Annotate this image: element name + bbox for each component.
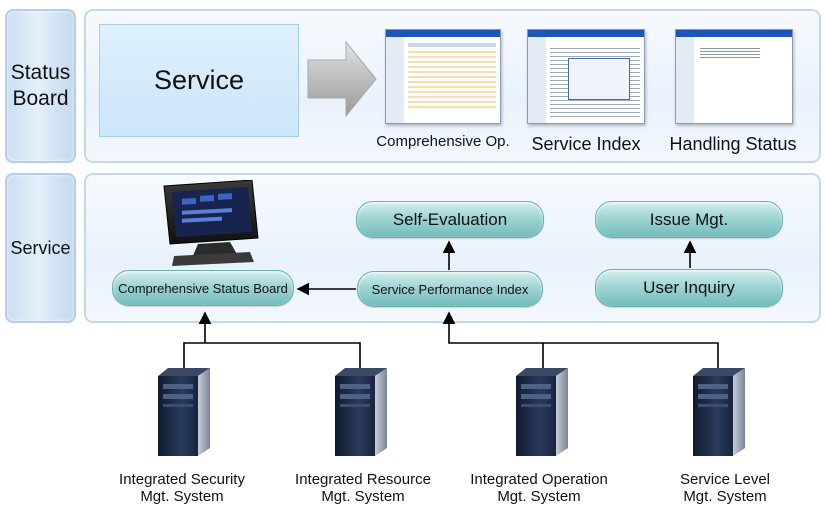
resource-line1: Integrated Resource — [295, 471, 431, 488]
comprehensive-op-caption: Comprehensive Op. — [376, 133, 510, 150]
user-inquiry-node: User Inquiry — [595, 269, 783, 307]
comprehensive-op-screen-thumbnail — [385, 29, 501, 124]
service-index-screen-thumbnail — [527, 29, 645, 124]
service-performance-index-label: Service Performance Index — [371, 281, 529, 297]
integrated-security-mgt-label: Integrated Security Mgt. System — [97, 471, 267, 505]
status-board-tab-line1: Status — [10, 61, 71, 84]
bracket-operation-service-level — [542, 342, 719, 368]
integrated-resource-mgt-label: Integrated Resource Mgt. System — [278, 471, 448, 505]
self-evaluation-label: Self-Evaluation — [392, 209, 508, 229]
issue-mgt-label: Issue Mgt. — [649, 209, 729, 229]
security-server-icon — [158, 368, 210, 456]
integrated-operation-mgt-label: Integrated Operation Mgt. System — [454, 471, 624, 505]
right-arrow-icon — [307, 40, 377, 118]
security-line1: Integrated Security — [119, 471, 245, 488]
handling-status-caption: Handling Status — [669, 134, 797, 154]
operation-line2: Mgt. System — [497, 488, 581, 505]
security-line2: Mgt. System — [140, 488, 224, 505]
issue-mgt-node: Issue Mgt. — [595, 201, 783, 238]
service-level-mgt-label: Service Level Mgt. System — [640, 471, 810, 505]
operation-line1: Integrated Operation — [470, 471, 608, 488]
comprehensive-status-board-node: Comprehensive Status Board — [112, 270, 294, 306]
service-box: Service — [99, 24, 299, 137]
service-level-server-icon — [693, 368, 745, 456]
service-tab: Service — [5, 173, 76, 323]
user-inquiry-label: User Inquiry — [643, 278, 735, 297]
service-tab-label: Service — [10, 237, 71, 258]
operation-server-icon — [516, 368, 568, 456]
service-level-line2: Mgt. System — [683, 488, 767, 505]
service-box-label: Service — [153, 65, 245, 95]
resource-server-icon — [335, 368, 387, 456]
arrow-systems-to-spi — [442, 311, 543, 344]
handling-status-screen-thumbnail — [675, 29, 793, 124]
resource-line2: Mgt. System — [321, 488, 405, 505]
bracket-security-resource — [183, 342, 361, 368]
service-index-caption: Service Index — [531, 134, 641, 154]
self-evaluation-node: Self-Evaluation — [356, 201, 544, 238]
status-board-tab-line2: Board — [12, 87, 69, 110]
service-performance-index-node: Service Performance Index — [357, 271, 543, 307]
status-board-tab: Status Board — [5, 9, 76, 163]
service-level-line1: Service Level — [679, 471, 771, 488]
monitor-icon — [163, 180, 259, 266]
comprehensive-status-board-label: Comprehensive Status Board — [118, 280, 288, 296]
